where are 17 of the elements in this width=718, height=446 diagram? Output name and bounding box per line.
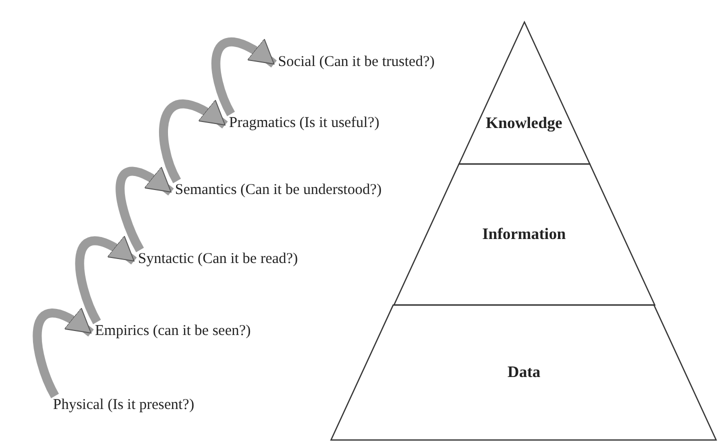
step-label: Empirics (can it be seen?) <box>95 322 251 340</box>
curved-arrow <box>32 308 94 398</box>
step-label: Social (Can it be trusted?) <box>278 53 435 71</box>
pyramid-level <box>331 305 717 440</box>
step-label: Semantics (Can it be understood?) <box>175 181 382 199</box>
level-label: Information <box>482 226 566 244</box>
pyramid-level <box>394 164 654 305</box>
step-label: Pragmatics (Is it useful?) <box>229 114 380 132</box>
pyramid-level <box>458 22 590 164</box>
curved-arrow <box>159 100 228 183</box>
level-label: Data <box>508 364 540 382</box>
step-label: Syntactic (Can it be read?) <box>138 250 298 268</box>
curved-arrow <box>75 236 137 324</box>
curved-arrow <box>116 166 174 252</box>
curved-arrow <box>211 38 277 116</box>
level-label: Knowledge <box>486 115 562 134</box>
step-label: Physical (Is it present?) <box>53 396 194 414</box>
